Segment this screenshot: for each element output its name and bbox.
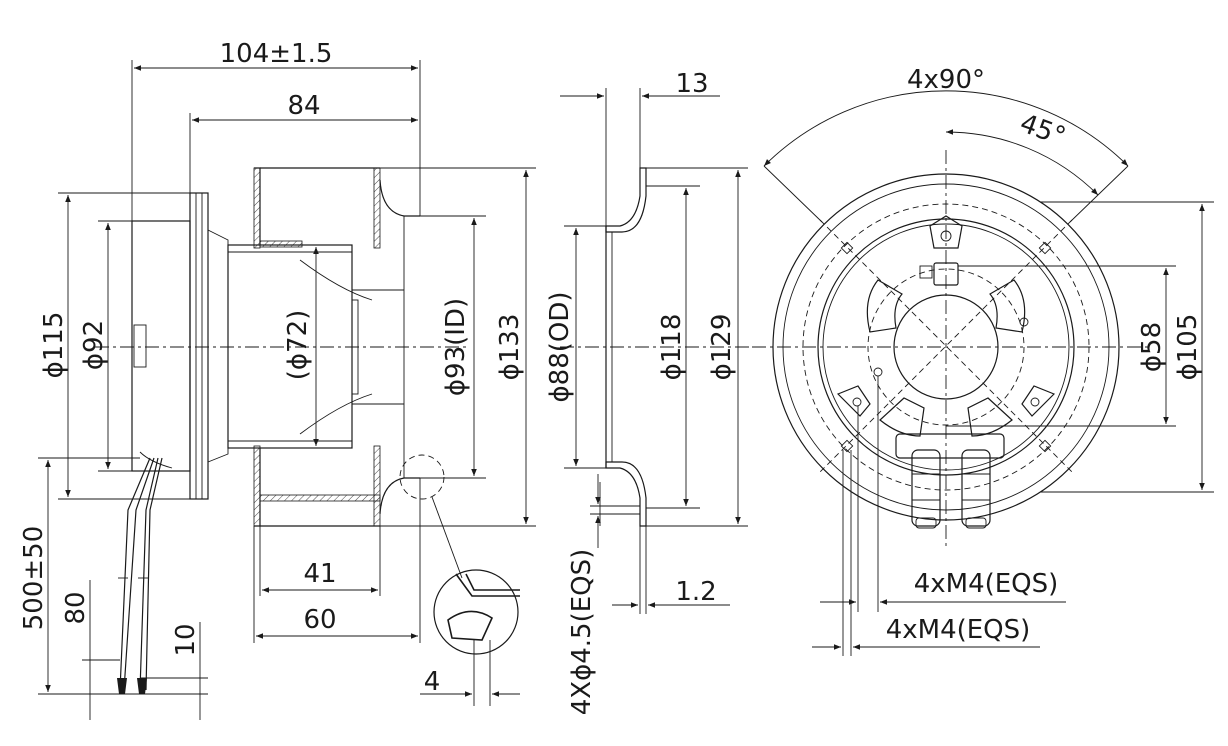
top-boss <box>929 215 963 249</box>
inlet-shroud-bottom <box>379 477 420 515</box>
dim-flange-width: 13 <box>675 69 708 99</box>
dim-lead-length: 500±50 <box>19 526 49 631</box>
angle-4x90: 4x90° <box>907 65 985 95</box>
dim-thickness: 1.2 <box>675 577 716 607</box>
hub-circle <box>893 294 999 400</box>
front-view: 4x90° 45° ϕ58 ϕ105 4xM4(EQS) 4xM4(EQS) <box>752 65 1214 656</box>
ring-flange-bottom <box>605 461 647 527</box>
inlet-shroud-top <box>379 179 420 217</box>
ring-flange-top <box>605 167 647 233</box>
angle-45: 45° <box>1016 109 1070 153</box>
dim-overall-length: 104±1.5 <box>220 39 333 69</box>
dim-impeller-dia: ϕ133 <box>495 314 525 381</box>
dim-body-length: 84 <box>287 91 320 121</box>
spoke-slot-1 <box>866 279 903 333</box>
dim-dia-118: ϕ118 <box>657 314 687 381</box>
dim-4: 4 <box>424 667 441 697</box>
dim-dia-129: ϕ129 <box>707 314 737 381</box>
dim-strip-10: 10 <box>171 623 201 656</box>
dim-dia-58: ϕ58 <box>1137 322 1167 372</box>
dim-dia-92: ϕ92 <box>79 320 109 370</box>
detail-marker-circle <box>399 454 445 500</box>
mount-hole-marker <box>840 241 1052 453</box>
cable-gland-1 <box>911 449 941 527</box>
detail-view: 4 <box>420 569 520 706</box>
detail-circle <box>433 569 519 655</box>
side-view: 104±1.5 84 ϕ115 ϕ92 (ϕ72) ϕ93(ID) ϕ133 4… <box>19 39 536 720</box>
dim-ring-od: ϕ88(OD) <box>545 291 575 402</box>
cable-gland-housing <box>895 433 1005 459</box>
mounting-plate <box>189 192 209 500</box>
dim-threads-outer: 4xM4(EQS) <box>886 615 1031 645</box>
dim-strip-80: 80 <box>61 591 91 624</box>
label-plate <box>933 262 959 286</box>
dim-dia-105: ϕ105 <box>1173 314 1203 381</box>
dim-motor-dia: (ϕ72) <box>283 310 313 381</box>
spoke-slot-2 <box>989 279 1026 333</box>
inlet-ring-view: 13 ϕ88(OD) ϕ118 ϕ129 4Xϕ4.5(EQS) 1.2 <box>545 69 750 715</box>
lead-terminal-2 <box>137 678 147 694</box>
lead-wire-2 <box>139 457 159 691</box>
dim-threads-inner: 4xM4(EQS) <box>914 569 1059 599</box>
dim-60: 60 <box>303 605 336 635</box>
dim-dia-115: ϕ115 <box>39 312 69 379</box>
dim-inlet-id: ϕ93(ID) <box>441 298 471 396</box>
mounting-flange <box>817 218 1075 476</box>
dim-holes: 4Xϕ4.5(EQS) <box>567 549 597 716</box>
lead-terminal-1 <box>117 678 127 694</box>
rear-connector <box>133 324 147 368</box>
rear-flange <box>131 220 191 472</box>
gasket-seal <box>447 610 494 641</box>
lead-wire-1 <box>119 457 151 691</box>
dim-41: 41 <box>303 559 336 589</box>
cable-gland-2 <box>961 449 991 527</box>
